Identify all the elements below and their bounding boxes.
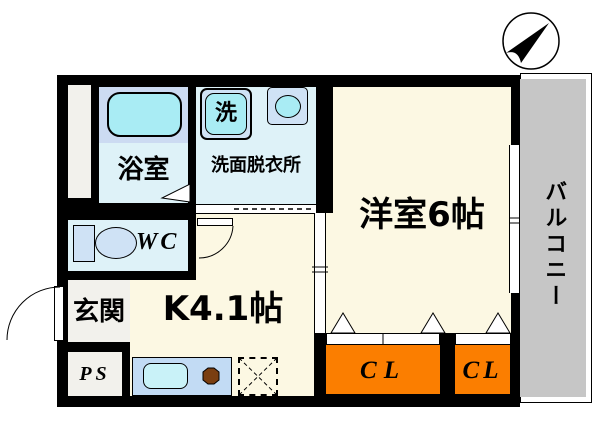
entrance-door-leaf [54,286,64,341]
refrigerator-space-icon [238,357,278,396]
entrance-door-swing [6,286,61,341]
washroom-opening [196,204,316,214]
wc-door-leaf [197,218,233,226]
western-room-label: 洋室6帖 [359,195,485,235]
washing-machine-drum: 洗 [205,93,247,135]
toilet-icon [95,227,137,259]
entrance-label: 玄関 [72,297,125,327]
closet-small-label: CL [462,357,503,384]
north-arrow-icon [506,23,549,63]
closet-large-label: CL [360,357,406,384]
window-icon [509,145,520,293]
closet-large [326,345,440,394]
washing-machine-icon: 洗 [200,88,252,140]
balcony-label: バルコニー [541,180,567,310]
toilet-tank [73,225,95,262]
north-arrow-circle [502,12,560,70]
closet-small [455,345,510,394]
wc-label: WC [136,229,180,255]
sliding-door-icon [314,213,326,333]
washer-label: 洗 [214,100,237,126]
shaft [68,85,91,198]
balcony-floor [520,79,586,397]
entrance [68,280,130,342]
western-room-lower [326,213,511,333]
washbasin-bowl [274,94,301,118]
washroom-label: 洗面脱衣所 [211,155,301,176]
closet-track-large [326,333,440,345]
pipe-space-label: PS [79,363,111,385]
pipe-space [68,352,122,396]
bathtub-icon [107,92,182,137]
closet-track-small [455,333,511,345]
western-room-upper [333,87,511,213]
kitchen-sink-icon [143,363,188,389]
washbasin-icon [267,87,308,125]
bathroom-label: 浴室 [117,155,170,185]
kitchen-label: K4.1帖 [162,289,284,329]
